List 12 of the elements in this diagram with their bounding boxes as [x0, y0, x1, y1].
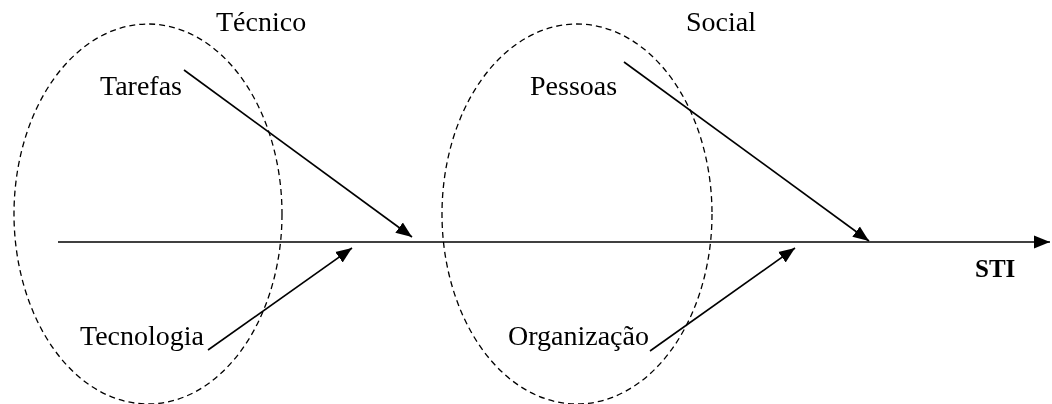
group-heading: Técnico [216, 8, 307, 36]
factor-label: Organização [508, 322, 649, 350]
factor-label: Pessoas [530, 72, 618, 100]
arrow [623, 61, 870, 242]
output-label: STI [975, 256, 1016, 281]
factor-label: Tarefas [100, 72, 182, 100]
group-heading: Social [686, 8, 756, 36]
arrow [57, 235, 1051, 249]
arrow [649, 247, 796, 352]
arrow [183, 69, 413, 238]
factor-label: Tecnologia [80, 322, 204, 350]
arrow [207, 247, 353, 351]
